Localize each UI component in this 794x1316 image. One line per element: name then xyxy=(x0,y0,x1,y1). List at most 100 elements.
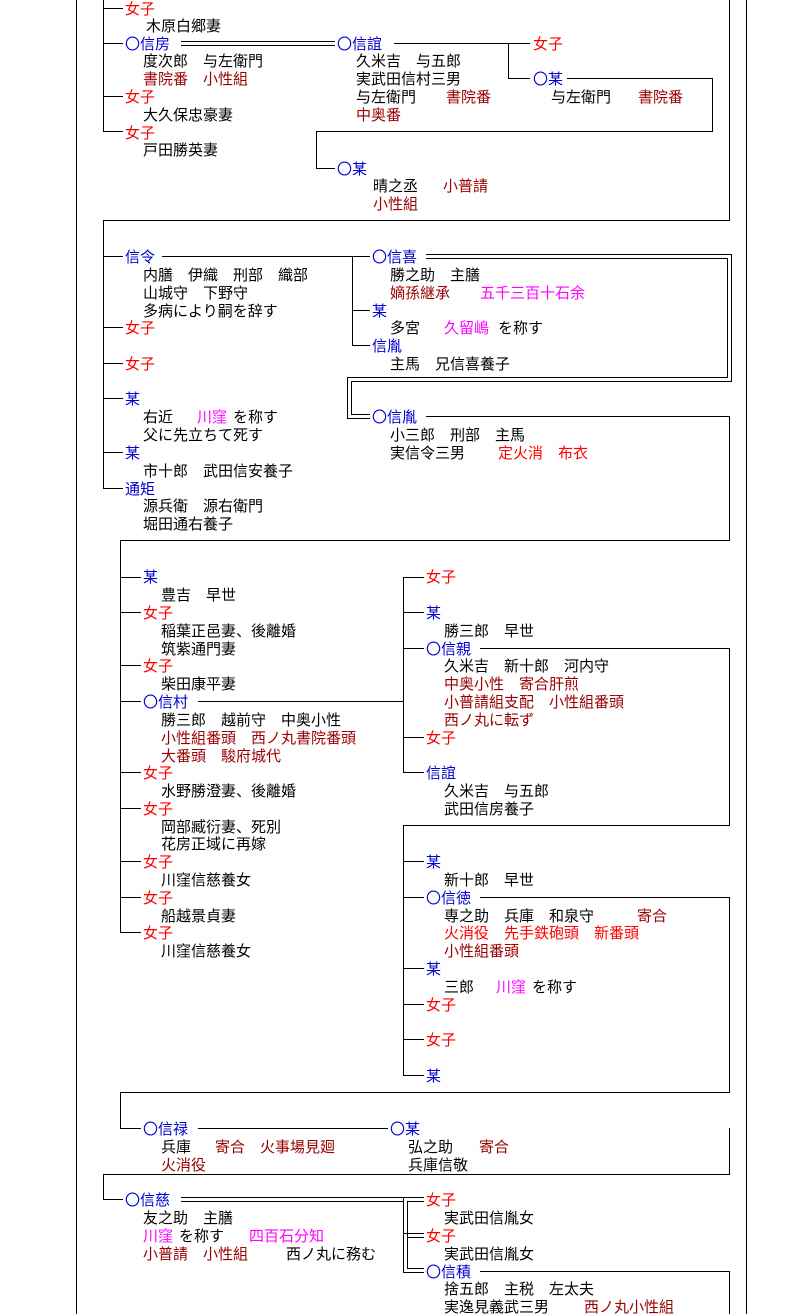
annotation-text: 木原白郷妻 xyxy=(146,17,222,35)
annotation-text: 水野勝澄妻、後離婚 xyxy=(161,782,297,800)
person-name: 〇信喜 xyxy=(372,248,418,266)
daughter-label: 女子 xyxy=(426,729,457,747)
annotation-text: を称す xyxy=(532,978,578,996)
annotation-text: 寄合 火事場見廻 xyxy=(215,1138,336,1156)
annotation-text: 中奥小性 寄合肝煎 xyxy=(444,675,580,693)
annotation-text: 久米吉 与五郎 xyxy=(356,52,462,70)
annotation-text: 三郎 xyxy=(444,978,490,996)
annotation-text: 与左衛門 xyxy=(356,88,432,106)
annotation-text: 父に先立ちて死す xyxy=(143,426,264,444)
annotation-text: 小普請 xyxy=(443,177,489,195)
person-name: 信令 xyxy=(125,248,156,266)
annotation-text: 川窪 xyxy=(197,408,228,426)
annotation-text: 度次郎 与左衛門 xyxy=(143,52,264,70)
daughter-label: 火消役 先手鉄砲頭 新番頭 xyxy=(444,924,640,942)
annotation-text: 嫡孫継承 xyxy=(390,284,466,302)
annotation-text: 実武田信胤女 xyxy=(444,1245,535,1263)
annotation-text: 市十郎 武田信安養子 xyxy=(143,462,294,480)
annotation-text: 小三郎 刑部 主馬 xyxy=(390,426,526,444)
daughter-label: 女子 xyxy=(125,124,156,142)
annotation-text: 火消役 xyxy=(161,1156,207,1174)
annotation-text: 兵庫信敬 xyxy=(408,1156,469,1174)
annotation-text: 寄合 xyxy=(637,907,668,925)
daughter-label: 女子 xyxy=(426,1031,457,1049)
person-name: 〇信徳 xyxy=(426,889,472,907)
daughter-label: 女子 xyxy=(426,996,457,1014)
daughter-label: 女子 xyxy=(426,1227,457,1245)
person-name: 某 xyxy=(125,390,141,408)
annotation-text: 小性組番頭 西ノ丸書院番頭 xyxy=(161,729,357,747)
person-name: 〇信誼 xyxy=(337,35,383,53)
annotation-text: 小普請組支配 小性組番頭 xyxy=(444,693,625,711)
annotation-text: 船越景貞妻 xyxy=(161,907,237,925)
annotation-text: 稲葉正邑妻、後離婚 xyxy=(161,622,297,640)
person-name: 〇信積 xyxy=(426,1263,472,1281)
annotation-text: 川窪信慈養女 xyxy=(161,871,252,889)
annotation-text: 久米吉 新十郎 河内守 xyxy=(444,657,610,675)
annotation-text: 山城守 下野守 xyxy=(143,284,249,302)
annotation-text: 西ノ丸に転ず xyxy=(444,711,535,729)
person-name: 〇某 xyxy=(533,70,564,88)
daughter-label: 女子 xyxy=(426,568,457,586)
person-name: 〇信慈 xyxy=(125,1191,171,1209)
annotation-text: 西ノ丸小性組 xyxy=(584,1298,675,1316)
person-name: 某 xyxy=(372,302,388,320)
person-name: 〇信胤 xyxy=(372,408,418,426)
annotation-text: 川窪 xyxy=(143,1227,174,1245)
daughter-label: 女子 xyxy=(143,657,174,675)
annotation-text: 川窪信慈養女 xyxy=(161,942,252,960)
person-name: 〇信房 xyxy=(125,35,171,53)
annotation-text: 五千三百十石余 xyxy=(480,284,586,302)
annotation-text: 多病により嗣を辞す xyxy=(143,302,278,320)
annotation-text: 弘之助 xyxy=(408,1138,469,1156)
annotation-text: 小普請 小性組 xyxy=(143,1245,264,1263)
daughter-label: 女子 xyxy=(143,604,174,622)
daughter-label: 女子 xyxy=(125,0,156,18)
annotation-text: 実武田信村三男 xyxy=(356,70,462,88)
person-name: 〇信親 xyxy=(426,640,472,658)
annotation-text: 中奥番 xyxy=(356,106,402,124)
person-name: 〇某 xyxy=(390,1120,421,1138)
annotation-text: 戸田勝英妻 xyxy=(143,141,219,159)
annotation-text: 四百石分知 xyxy=(249,1227,325,1245)
annotation-text: 大久保忠豪妻 xyxy=(143,106,234,124)
person-name: 某 xyxy=(426,960,442,978)
annotation-text: 花房正域に再嫁 xyxy=(161,835,267,853)
annotation-text: 書院番 xyxy=(638,88,684,106)
annotation-text: 小性組番頭 xyxy=(444,942,520,960)
annotation-text: 晴之丞 xyxy=(373,177,434,195)
person-name: 信胤 xyxy=(372,337,403,355)
annotation-text: 実信令三男 xyxy=(390,444,481,462)
person-name: 〇信禄 xyxy=(143,1120,189,1138)
daughter-label: 女子 xyxy=(426,1191,457,1209)
annotation-text: 岡部臧衍妻、死別 xyxy=(161,818,282,836)
annotation-text: 豊吉 早世 xyxy=(161,586,237,604)
daughter-label: 定火消 布衣 xyxy=(498,444,589,462)
person-name: 某 xyxy=(143,568,159,586)
annotation-text: 武田信房養子 xyxy=(444,800,535,818)
annotation-text: 久留嶋 xyxy=(444,319,490,337)
annotation-text: 寄合 xyxy=(479,1138,510,1156)
daughter-label: 女子 xyxy=(125,88,156,106)
annotation-text: 友之助 主膳 xyxy=(143,1209,234,1227)
person-name: 通矩 xyxy=(125,480,156,498)
daughter-label: 女子 xyxy=(143,764,174,782)
annotation-text: 実武田信胤女 xyxy=(444,1209,535,1227)
annotation-text: 筑紫通門妻 xyxy=(161,640,237,658)
annotation-text: 実逸見義武三男 xyxy=(444,1298,565,1316)
annotation-text: 勝之助 主膳 xyxy=(390,266,481,284)
person-name: 某 xyxy=(426,853,442,871)
annotation-text: 書院番 xyxy=(446,88,492,106)
daughter-label: 女子 xyxy=(143,800,174,818)
annotation-text: 内膳 伊織 刑部 織部 xyxy=(143,266,309,284)
person-name: 〇信村 xyxy=(143,693,189,711)
annotation-text: 捨五郎 主税 左太夫 xyxy=(444,1280,595,1298)
annotation-text: を称す xyxy=(233,408,279,426)
person-name: 某 xyxy=(426,1067,442,1085)
annotation-text: 勝三郎 越前守 中奥小性 xyxy=(161,711,342,729)
annotation-text: 柴田康平妻 xyxy=(161,675,237,693)
annotation-text: 新十郎 早世 xyxy=(444,871,535,889)
annotation-text: 与左衛門 xyxy=(551,88,627,106)
annotation-text: 右近 xyxy=(143,408,189,426)
